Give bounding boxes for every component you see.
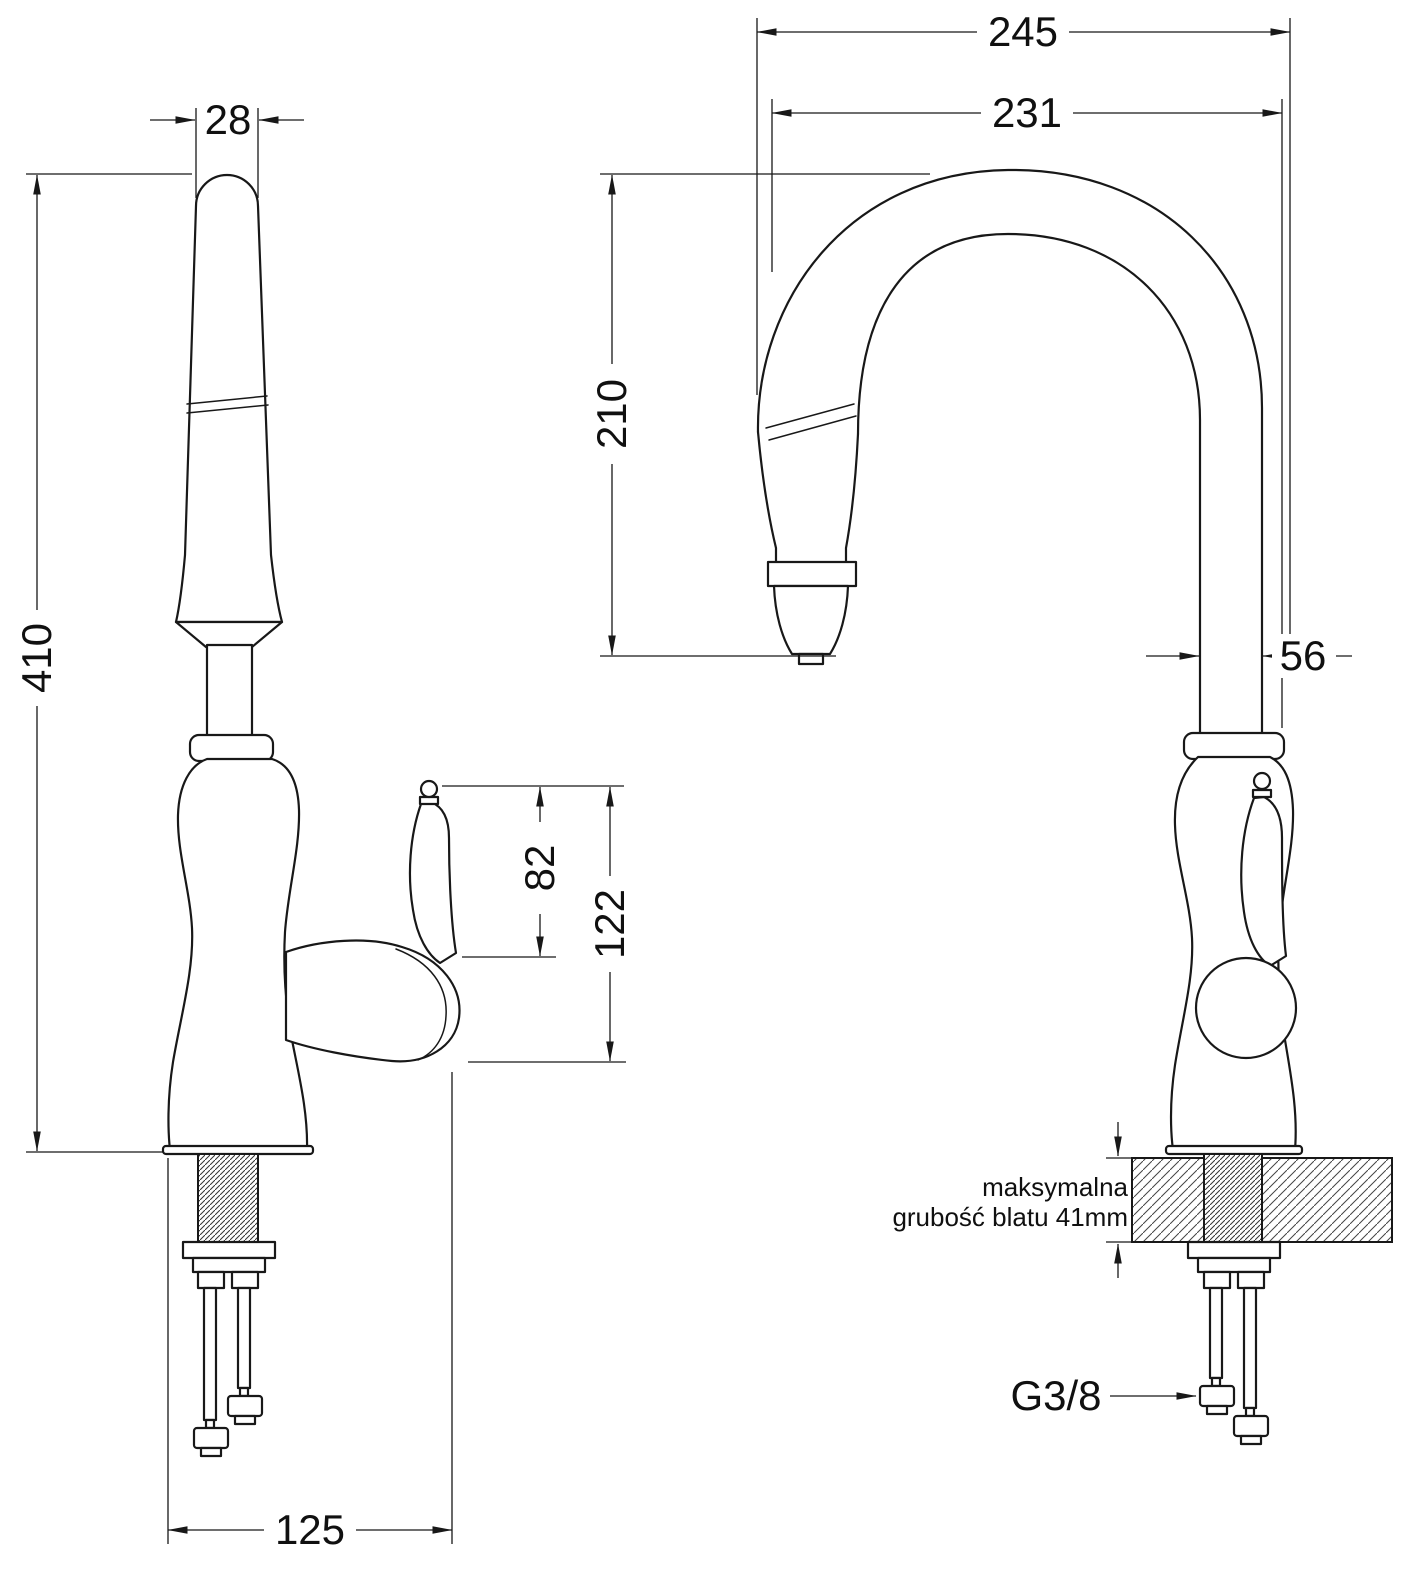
base-plate: [1164, 1144, 1304, 1156]
spray-tip: [797, 652, 825, 666]
dim-thread: G3/8: [1010, 1372, 1197, 1419]
hose-fitting-nut: [1198, 1384, 1236, 1408]
hose-fitting-cap: [1205, 1404, 1229, 1416]
handle-lever: [1240, 795, 1288, 968]
supply-hose: [1242, 1286, 1258, 1410]
shank-thread: [1203, 1153, 1263, 1243]
dim-label-231: 231: [992, 89, 1062, 136]
dim-label-210: 210: [588, 379, 635, 449]
front-view: [161, 173, 461, 1458]
shank-thread: [197, 1153, 259, 1243]
dim-245: 245: [756, 8, 1291, 645]
dim-122: 122: [468, 786, 633, 1063]
handle-knob: [1252, 771, 1272, 791]
hose-nut: [1202, 1270, 1232, 1290]
spray-band: [766, 560, 858, 588]
hose-fitting-nut: [192, 1426, 230, 1450]
spray-head-left-edge: [756, 430, 778, 564]
spout-outline: [174, 173, 284, 624]
spout-seam-line: [186, 395, 268, 405]
countertop-note-line1: maksymalna: [982, 1172, 1128, 1202]
countertop-note-line2: grubość blatu 41mm: [892, 1202, 1128, 1232]
hose-fitting-cap: [1239, 1434, 1263, 1446]
label-mask: [981, 91, 1073, 135]
handle-joint-curve: [395, 948, 447, 1061]
body-flange: [1182, 731, 1286, 761]
spout-seam-line: [186, 404, 269, 414]
dim-28: 28: [150, 96, 304, 198]
supply-hose: [202, 1286, 218, 1422]
handle-knob: [419, 779, 439, 799]
handle-stem: [1251, 788, 1273, 799]
hose-fitting-nut: [226, 1394, 264, 1418]
spray-seam-line: [765, 403, 855, 429]
dimensions: 28 410 82 122: [13, 8, 1352, 1553]
dim-label-82: 82: [516, 845, 563, 892]
spray-seam-line: [768, 415, 857, 441]
dim-label-245: 245: [988, 8, 1058, 55]
dim-countertop: maksymalna grubość blatu 41mm: [892, 1122, 1134, 1278]
hose-fitting-nut: [1232, 1414, 1270, 1438]
spray-head-right-edge: [844, 432, 860, 564]
spout-arc-outer: [756, 168, 1264, 740]
dim-82: 82: [442, 785, 624, 958]
dim-label-28: 28: [205, 96, 252, 143]
hose-fitting-neck: [1244, 1406, 1256, 1418]
dim-210: 210: [588, 173, 930, 657]
supply-hose: [236, 1286, 252, 1390]
hose-nut: [1236, 1270, 1266, 1290]
handle-joint: [284, 939, 461, 1063]
dim-56: 56: [1146, 632, 1352, 679]
hose-fitting-cap: [199, 1446, 223, 1458]
spout-neck: [205, 643, 254, 742]
spout-collar: [174, 620, 284, 649]
spout-arc-inner: [856, 232, 1202, 740]
dim-231: 231: [771, 89, 1283, 728]
dim-label-122: 122: [586, 889, 633, 959]
handle-cap-circle: [1194, 956, 1298, 1060]
thread-label: G3/8: [1010, 1372, 1101, 1419]
spray-nozzle: [772, 584, 850, 656]
supply-hose: [1208, 1286, 1224, 1380]
hose-nut: [196, 1270, 226, 1290]
hose-fitting-neck: [238, 1386, 250, 1398]
hose-fitting-cap: [233, 1414, 257, 1426]
hose-fitting-neck: [204, 1418, 216, 1430]
dim-label-56: 56: [1280, 632, 1327, 679]
hose-fitting-neck: [1210, 1376, 1222, 1388]
dim-label-125: 125: [275, 1506, 345, 1553]
base-plate: [161, 1144, 315, 1156]
mounting-plate: [1186, 1240, 1282, 1260]
label-mask: [264, 1508, 356, 1552]
dim-label-410: 410: [13, 623, 60, 693]
side-view: [756, 168, 1393, 1446]
mounting-nut-bar: [1196, 1256, 1272, 1274]
label-mask: [977, 10, 1069, 54]
body-flange: [188, 733, 275, 763]
mounting-plate: [181, 1240, 277, 1260]
hose-nut: [230, 1270, 260, 1290]
dim-410: 410: [13, 173, 192, 1153]
handle-lever: [408, 800, 458, 965]
mounting-nut-bar: [191, 1256, 267, 1274]
dim-125: 125: [167, 1072, 453, 1553]
label-mask: [1272, 634, 1336, 678]
